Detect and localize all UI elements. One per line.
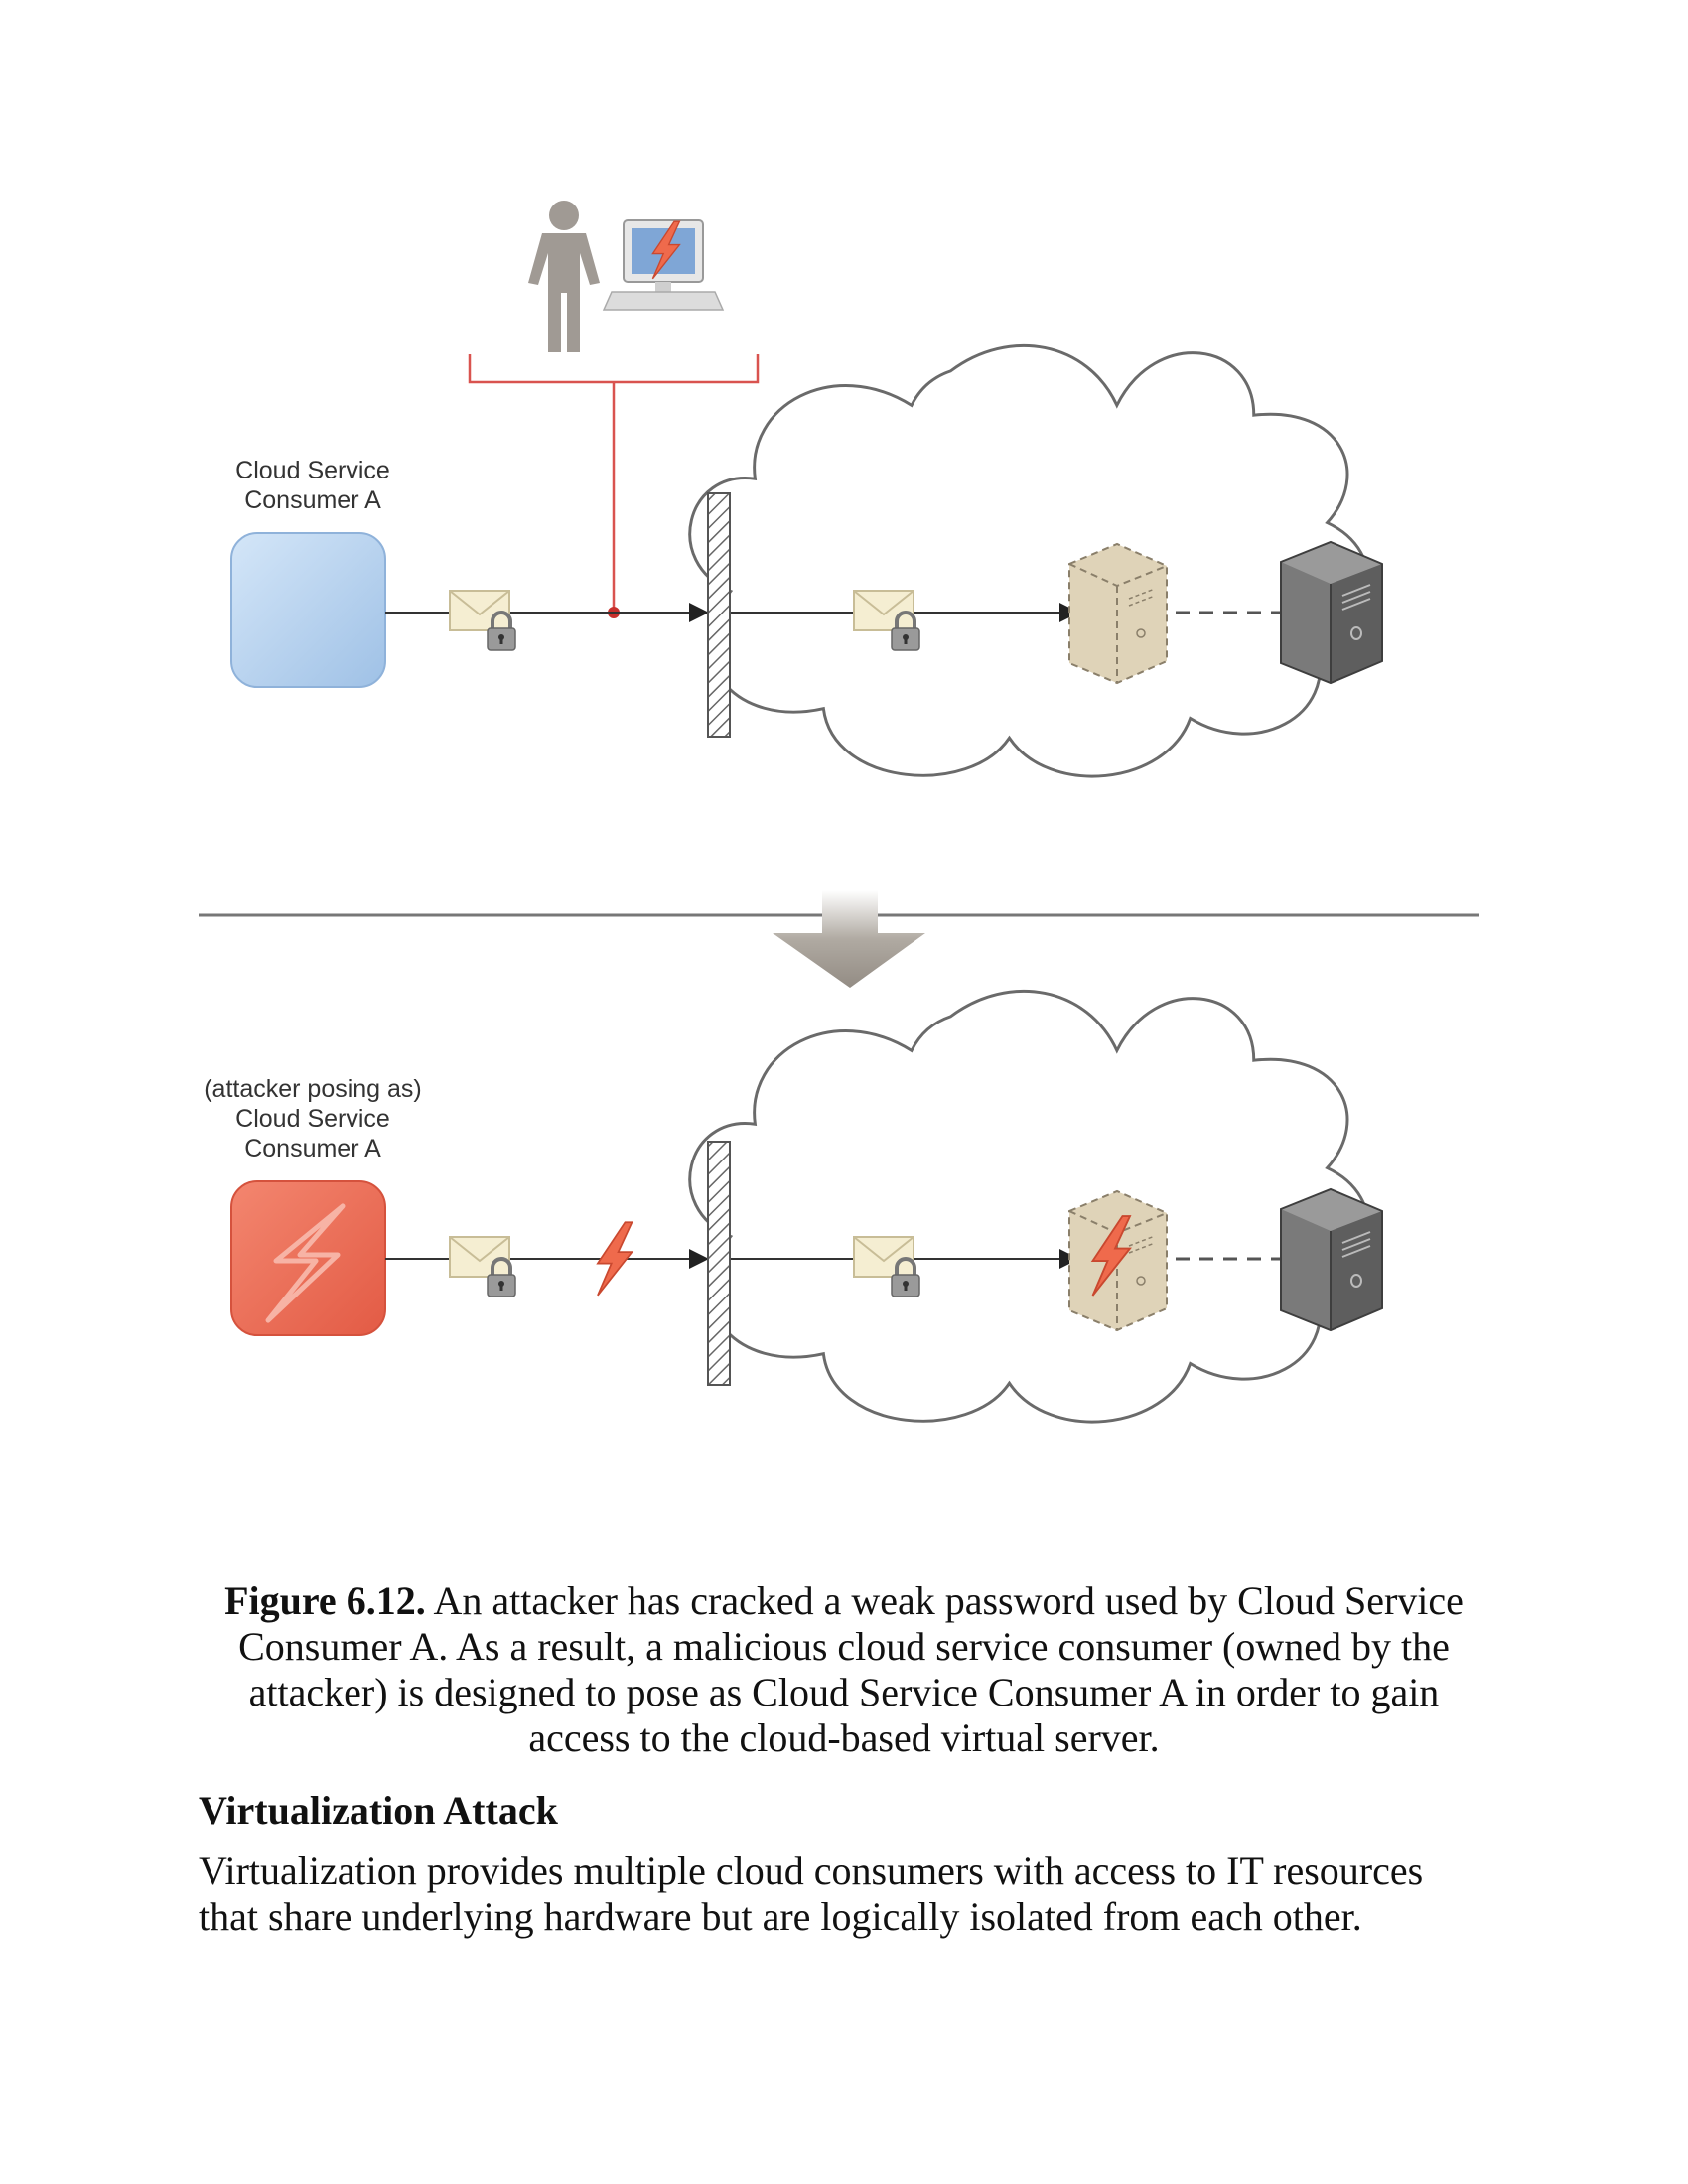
person-icon [528, 201, 600, 352]
scenario-divider [199, 890, 1479, 988]
top-scenario: Cloud Service Consumer A [230, 201, 1383, 778]
down-arrow-icon [773, 890, 925, 988]
firewall-icon [707, 492, 731, 738]
lightning-icon [265, 1203, 346, 1323]
cloud-icon [688, 343, 1370, 778]
consumer-a-label-line1: Cloud Service [235, 457, 390, 484]
body-paragraph: Virtualization provides multiple cloud c… [199, 1848, 1424, 1939]
attacker-label-line1: (attacker posing as) [204, 1075, 422, 1103]
attacker-label-line3: Consumer A [244, 1135, 381, 1162]
envelope-icon [449, 1236, 517, 1298]
virtual-server-icon [1068, 543, 1168, 684]
physical-server-icon [1280, 1188, 1383, 1331]
figure-caption: Figure 6.12. An attacker has cracked a w… [199, 1578, 1489, 1761]
attacker-label-line2: Cloud Service [235, 1105, 390, 1133]
attack-intercept-line [468, 354, 760, 618]
section-heading: Virtualization Attack [199, 1788, 558, 1833]
physical-server-icon [1280, 541, 1383, 684]
figure-caption-text: An attacker has cracked a weak password … [238, 1578, 1464, 1760]
envelope-icon [449, 590, 517, 652]
attacker-consumer-icon [230, 1180, 386, 1336]
bottom-scenario: (attacker posing as) Cloud Service Consu… [204, 989, 1383, 1424]
consumer-a-label-line2: Consumer A [244, 486, 381, 514]
workstation-icon [602, 219, 725, 311]
figure-label: Figure 6.12. [224, 1578, 426, 1623]
lightning-icon [597, 1221, 633, 1297]
cloud-icon [688, 989, 1370, 1424]
attack-diagram: Cloud Service Consumer A (attacker pos [199, 201, 1479, 1424]
consumer-a-icon [230, 532, 386, 688]
firewall-icon [707, 1141, 731, 1386]
